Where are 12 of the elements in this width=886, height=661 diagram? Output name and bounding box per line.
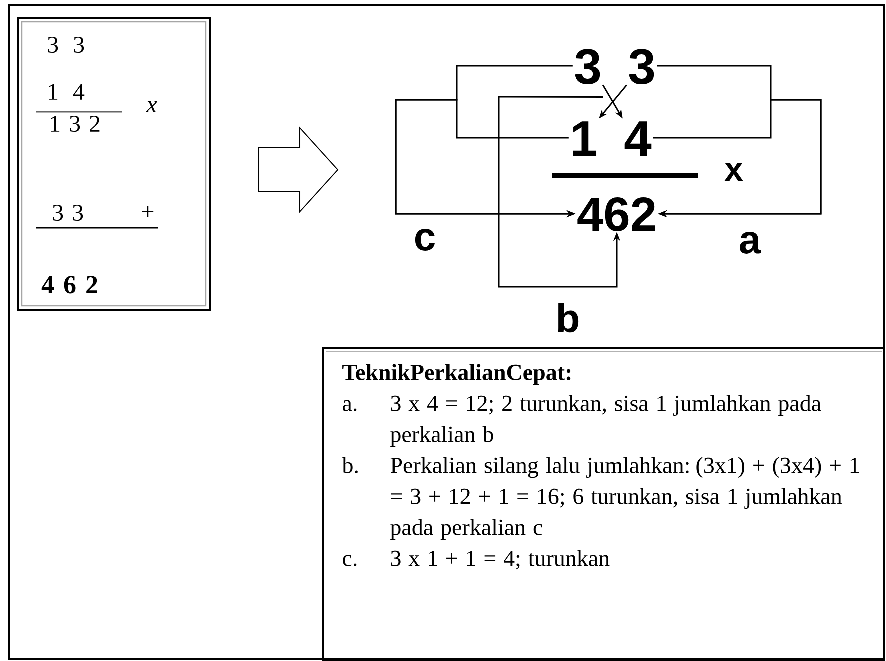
edge-label: a <box>738 231 762 255</box>
note-box: TeknikPerkalianCepat: a. 3 x 4 = 12; 2 turunkan, sisa 1 jumlahkan pada perkalian b b. Perkalian silang lalu jumlahkan: (3x1) + (3x4) + 1 = 3 + 12 + 1 = 16; 6 turunkan, sisa 1 jumlahkan pada perkalian c c. 3 x 1 + 1 = 4; turunkan <box>322 347 885 661</box>
digit: 3 <box>629 49 654 85</box>
digit: 462 <box>578 197 656 232</box>
digit: 4 <box>624 122 652 156</box>
edge-label: c <box>412 228 438 252</box>
digit: 3 <box>575 49 600 85</box>
arrow <box>653 99 822 218</box>
example-box: 3 3 1 4 x 1 3 2 3 3 + 4 6 2 <box>17 17 211 311</box>
digit: 1 <box>573 122 596 156</box>
multiply-sign: x <box>724 163 744 181</box>
edge-label: b <box>554 302 582 334</box>
